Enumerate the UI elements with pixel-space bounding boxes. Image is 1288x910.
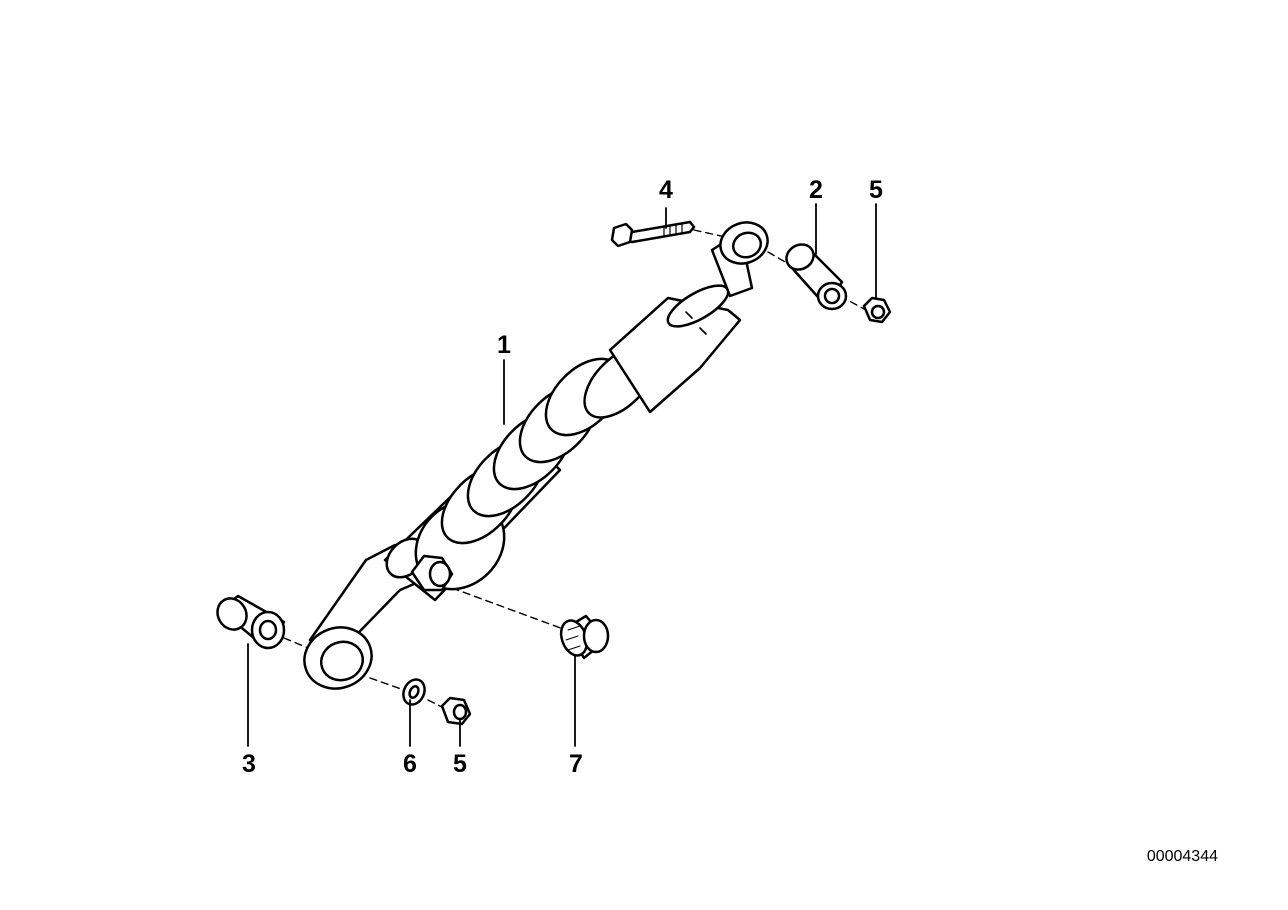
- bushing-part-2: [785, 243, 848, 311]
- bolt-part-4: [610, 220, 696, 248]
- adjusting-knob-part-7: [559, 614, 610, 660]
- washer-part-6: [402, 678, 426, 706]
- nut-part-5-upper: [862, 296, 892, 324]
- callout-label-4: 4: [659, 176, 673, 204]
- shock-absorber-part-1: [303, 221, 769, 690]
- spring-coils: [440, 357, 624, 545]
- bushing-part-3: [216, 594, 286, 650]
- nut-part-5-lower: [440, 696, 472, 726]
- callout-label-6: 6: [403, 750, 417, 778]
- diagram-number: 00004344: [1146, 848, 1218, 865]
- leader-lines: [247, 203, 877, 747]
- callout-label-2: 2: [809, 176, 823, 204]
- callout-label-1: 1: [497, 331, 511, 359]
- callout-label-5-lower: 5: [453, 750, 467, 778]
- callout-label-5-upper: 5: [869, 176, 883, 204]
- callout-label-7: 7: [569, 750, 583, 778]
- callout-label-3: 3: [242, 750, 256, 778]
